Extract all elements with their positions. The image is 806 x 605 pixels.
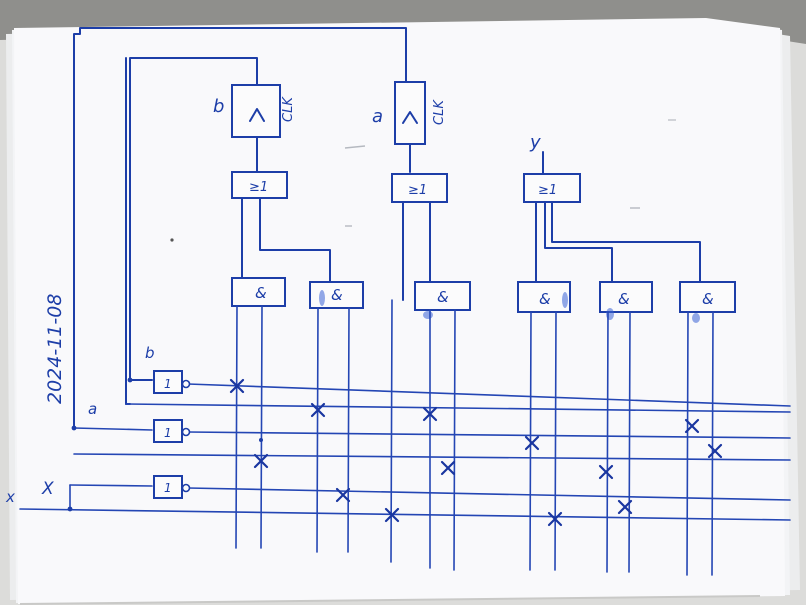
and-gate-5-label: & xyxy=(618,290,630,308)
and-gate-5: & xyxy=(599,281,653,320)
not-gate-b-label: 1 xyxy=(164,377,172,391)
not-gate-x-label: 1 xyxy=(164,481,172,495)
bus-label-a: a xyxy=(88,400,97,418)
paper-stack xyxy=(0,18,806,605)
not-gate-x: 1 xyxy=(153,475,191,499)
connection-marks xyxy=(67,377,723,527)
flipflop-b: b CLK xyxy=(213,84,296,173)
and-gates: & & & & & & xyxy=(231,277,736,323)
and-gate-1: & xyxy=(231,277,286,307)
and-gate-1-label: & xyxy=(255,284,267,302)
bus-label-x-upper: X xyxy=(41,479,54,499)
or-gate-a: ≥1 xyxy=(391,173,448,203)
and-gate-6: & xyxy=(679,281,736,323)
bus-label-b: b xyxy=(145,344,155,362)
flipflop-b-state-label: b xyxy=(213,96,224,117)
and-gate-2-label: & xyxy=(331,286,343,304)
or-gate-y: ≥1 xyxy=(523,173,581,203)
flipflop-a-clock-label: CLK xyxy=(432,99,447,125)
or-gate-a-label: ≥1 xyxy=(408,183,427,198)
or-gate-b: ≥1 xyxy=(231,171,288,199)
and-gate-6-label: & xyxy=(702,290,714,308)
and-gate-4-label: & xyxy=(539,290,551,308)
horizontal-buses xyxy=(19,383,791,521)
and-input-lines xyxy=(235,299,714,576)
or-gate-y-label: ≥1 xyxy=(538,183,557,198)
or-and-wires xyxy=(241,197,701,301)
not-gate-a: 1 xyxy=(153,419,191,443)
date-note: 2024-11-08 xyxy=(44,294,66,404)
flipflop-b-clock-label: CLK xyxy=(281,96,296,122)
not-gate-b: 1 xyxy=(153,370,191,394)
not-gate-a-label: 1 xyxy=(164,426,172,440)
and-gate-2: & xyxy=(309,281,364,309)
flipflop-a: a CLK xyxy=(372,81,447,173)
output-label: y xyxy=(529,132,541,153)
bus-label-x-input: x xyxy=(5,488,15,506)
flipflop-a-state-label: a xyxy=(372,106,383,127)
or-gate-b-label: ≥1 xyxy=(249,180,268,195)
paper-marks xyxy=(170,119,676,242)
not-gates: 1 1 1 xyxy=(153,370,191,499)
and-gate-4: & xyxy=(517,281,571,313)
and-gate-3-label: & xyxy=(437,288,449,306)
